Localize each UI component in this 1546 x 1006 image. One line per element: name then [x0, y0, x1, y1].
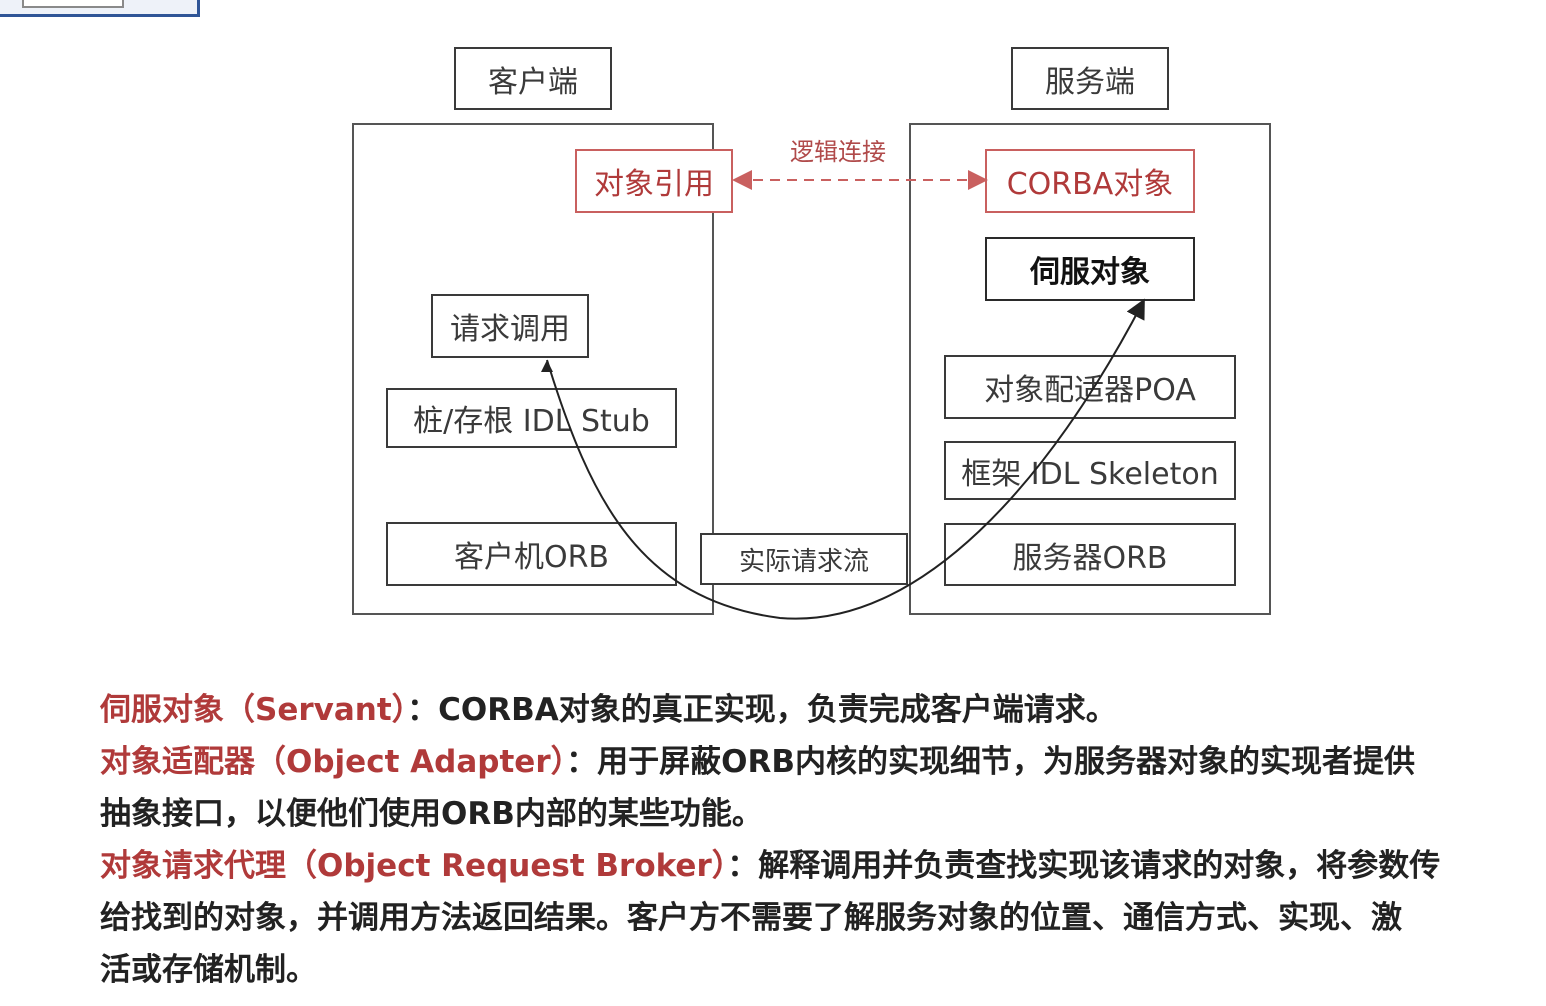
term-servant: 伺服对象（Servant） — [100, 692, 408, 728]
term-orb: 对象请求代理（Object Request Broker） — [100, 848, 728, 884]
window-tab-inner-fragment — [22, 0, 124, 8]
description-orb-cont-2: 活或存储机制。 — [100, 944, 317, 996]
actual-request-flow-box: 实际请求流 — [700, 533, 908, 585]
corba-object-box: CORBA对象 — [985, 149, 1195, 213]
description-text: 活或存储机制。 — [100, 952, 317, 988]
description-adapter-cont: 抽象接口，以便他们使用ORB内部的某些功能。 — [100, 788, 763, 840]
object-reference-box: 对象引用 — [575, 149, 733, 213]
description-text: ：用于屏蔽ORB内核的实现细节，为服务器对象的实现者提供 — [566, 744, 1415, 780]
client-frame — [352, 123, 714, 615]
idl-skeleton-box: 框架 IDL Skeleton — [944, 441, 1236, 500]
description-orb: 对象请求代理（Object Request Broker）：解释调用并负责查找实… — [100, 840, 1440, 892]
description-text: ：解释调用并负责查找实现该请求的对象，将参数传 — [727, 848, 1441, 884]
description-text: ：CORBA对象的真正实现，负责完成客户端请求。 — [407, 692, 1117, 728]
client-orb-box: 客户机ORB — [386, 522, 677, 586]
server-frame — [909, 123, 1271, 615]
request-invocation-box: 请求调用 — [431, 294, 589, 358]
description-servant: 伺服对象（Servant）：CORBA对象的真正实现，负责完成客户端请求。 — [100, 684, 1117, 736]
description-orb-cont-1: 给找到的对象，并调用方法返回结果。客户方不需要了解服务对象的位置、通信方式、实现… — [100, 892, 1402, 944]
description-text: 抽象接口，以便他们使用ORB内部的某些功能。 — [100, 796, 763, 832]
servant-box: 伺服对象 — [985, 237, 1195, 301]
logical-connection-label: 逻辑连接 — [790, 138, 886, 166]
term-object-adapter: 对象适配器（Object Adapter） — [100, 744, 567, 780]
idl-stub-box: 桩/存根 IDL Stub — [386, 388, 677, 448]
client-title: 客户端 — [454, 47, 612, 110]
description-text: 给找到的对象，并调用方法返回结果。客户方不需要了解服务对象的位置、通信方式、实现… — [100, 900, 1402, 936]
description-adapter: 对象适配器（Object Adapter）：用于屏蔽ORB内核的实现细节，为服务… — [100, 736, 1415, 788]
poa-box: 对象配适器POA — [944, 355, 1236, 419]
actual-request-flow-arrow — [546, 298, 1145, 620]
server-title: 服务端 — [1011, 47, 1169, 110]
server-orb-box: 服务器ORB — [944, 523, 1236, 586]
request-invocation-arrowhead — [541, 360, 553, 372]
